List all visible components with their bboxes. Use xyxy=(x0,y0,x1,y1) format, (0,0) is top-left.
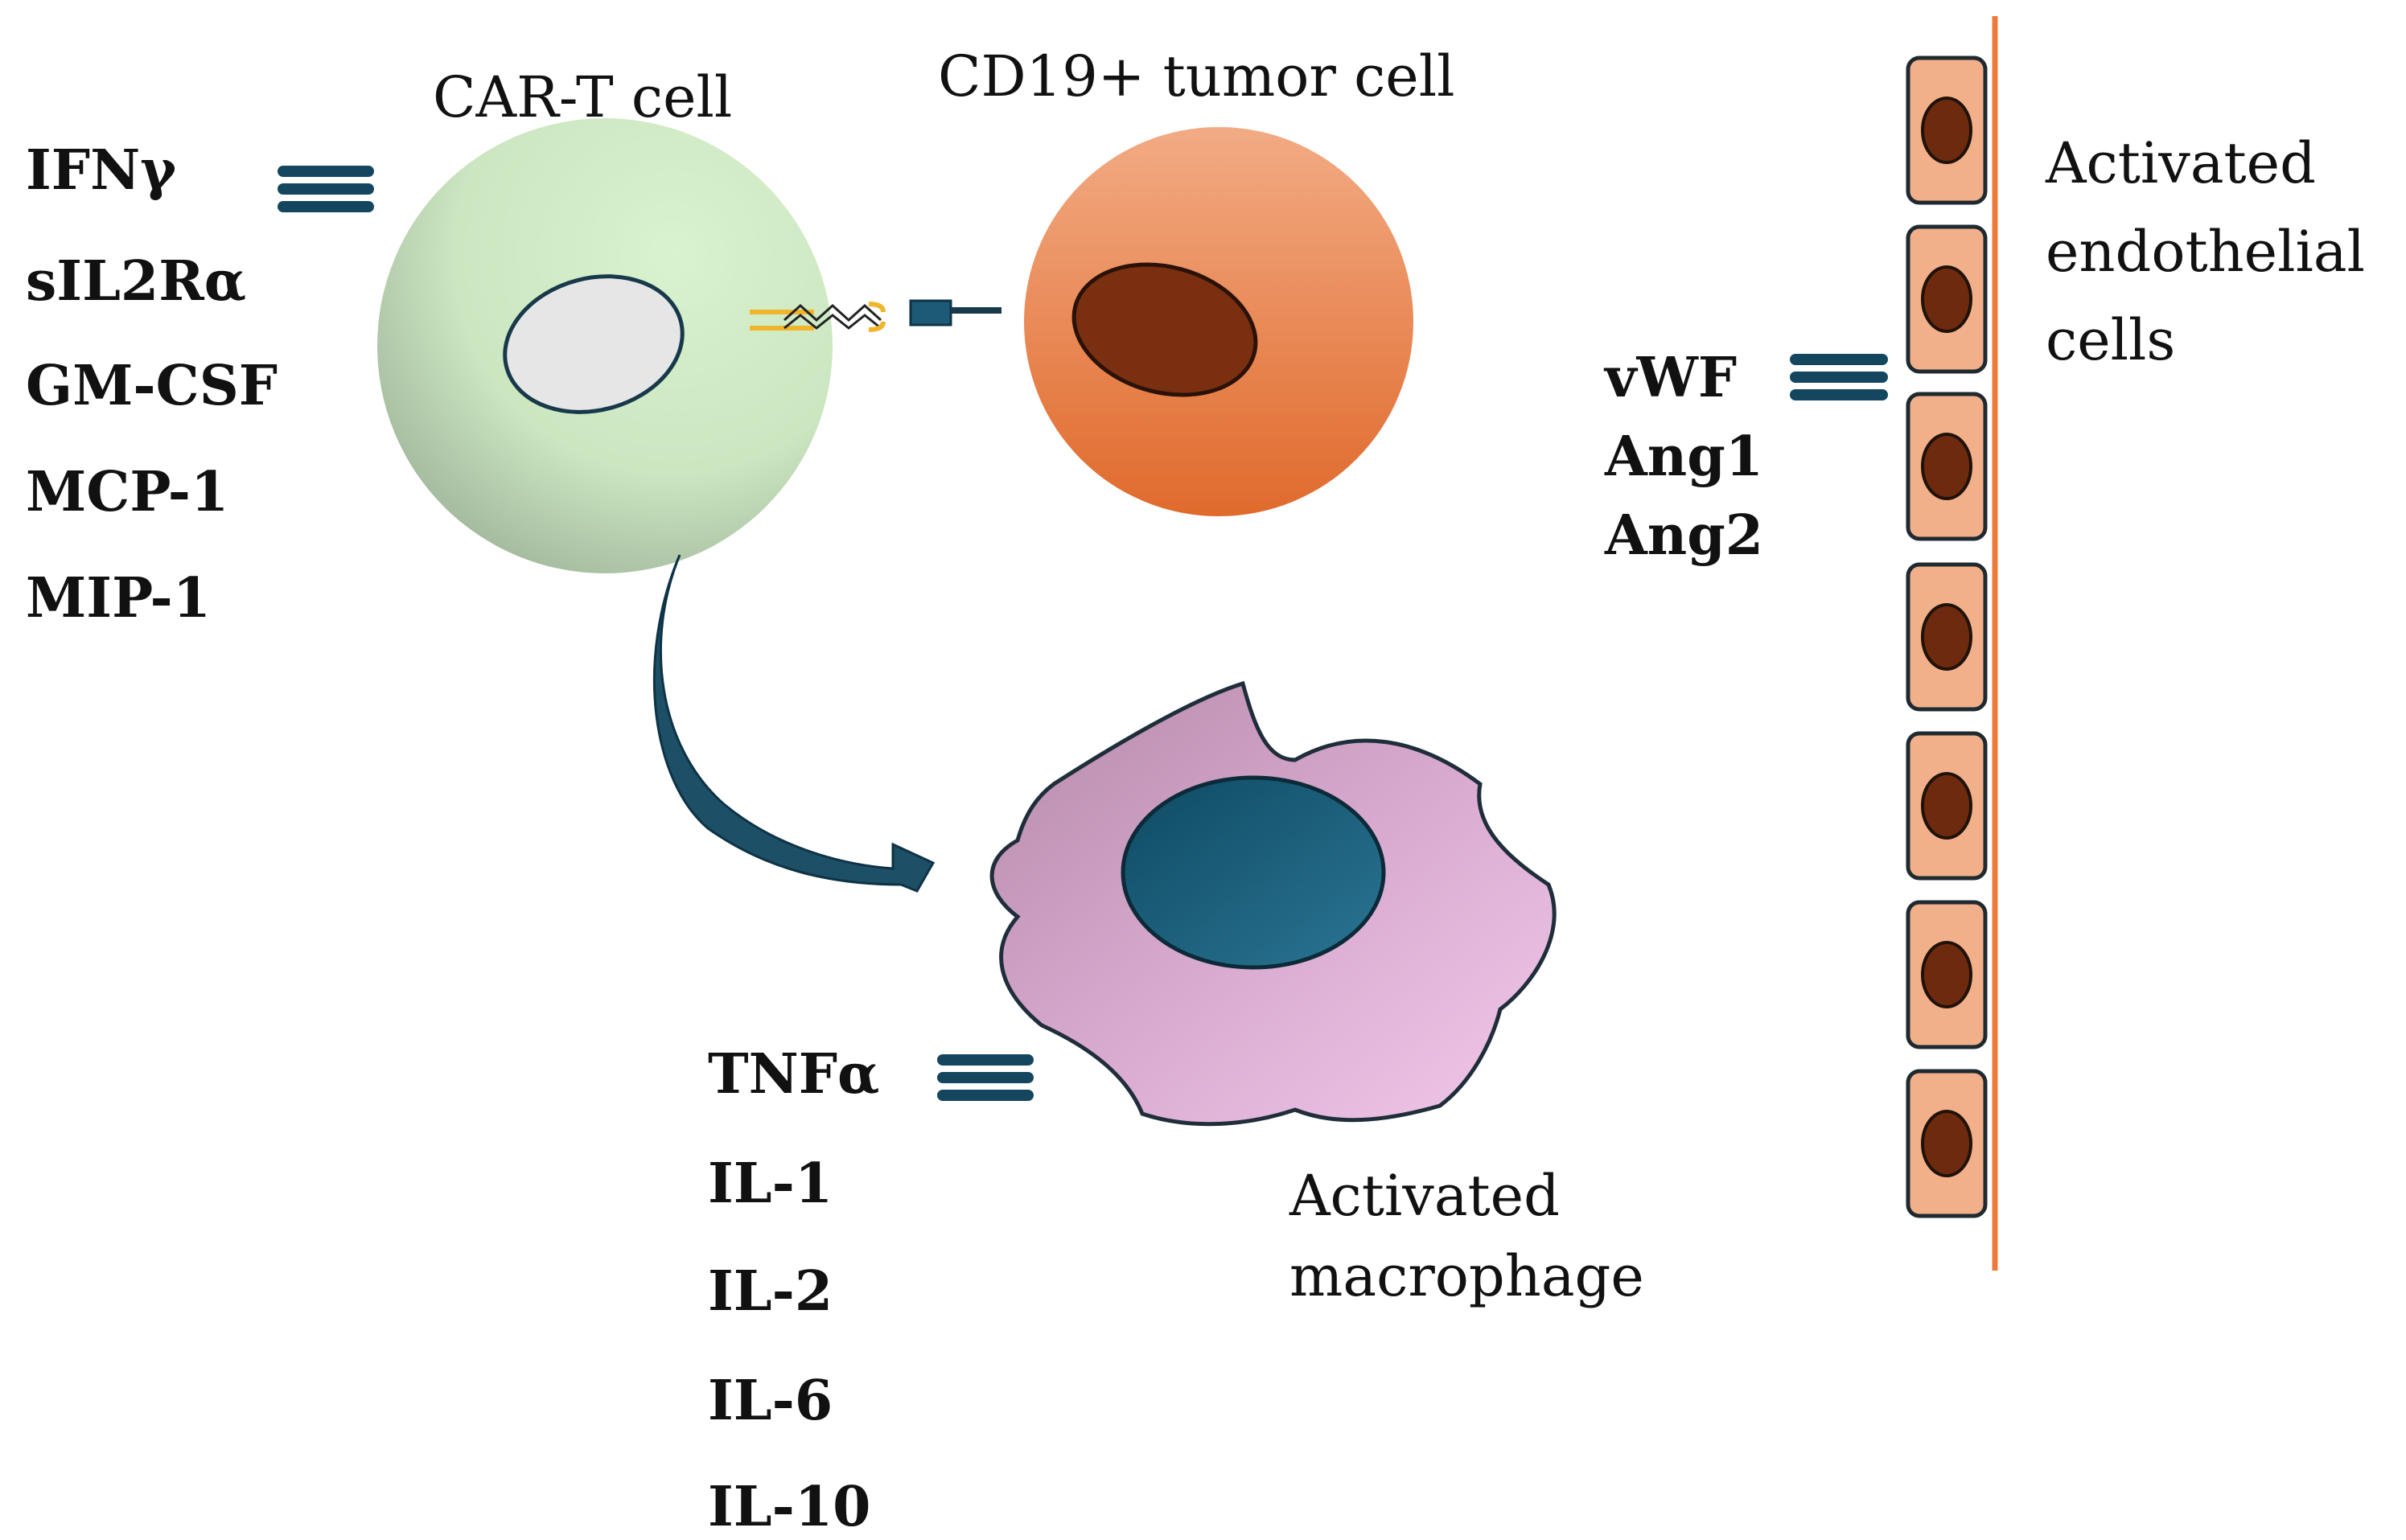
factor-vwf: vWF xyxy=(1605,346,1738,410)
endothelial-nucleus xyxy=(1921,433,1972,500)
secretion-lines-macrophage-icon xyxy=(937,1054,1034,1101)
secretion-lines-endothelial-icon xyxy=(1790,354,1888,400)
macrophage-label-line1: Activated xyxy=(1289,1163,1560,1229)
macrophage-nucleus xyxy=(1121,775,1386,970)
cytokine-sil2r-alpha: sIL2Rα xyxy=(26,249,247,314)
macrophage-label-line2: macrophage xyxy=(1289,1243,1644,1309)
cytokine-il-1: IL-1 xyxy=(708,1152,833,1216)
cytokine-il-10: IL-10 xyxy=(708,1475,871,1539)
endothelial-cell xyxy=(1906,224,1988,374)
endothelial-wall xyxy=(1906,16,1998,1271)
tumor-cell xyxy=(1024,127,1413,516)
endothelial-cell xyxy=(1906,392,1988,541)
car-t-cell xyxy=(377,118,833,573)
endothelial-nucleus xyxy=(1921,603,1972,671)
factor-ang2: Ang2 xyxy=(1605,503,1764,568)
endothelial-cell xyxy=(1906,900,1988,1049)
endothelial-label-line2: endothelial xyxy=(2046,219,2365,285)
tumor-nucleus xyxy=(1071,262,1258,397)
cytokine-mcp-1: MCP-1 xyxy=(26,460,229,524)
endothelial-cell xyxy=(1906,55,1988,205)
activation-arrow-icon xyxy=(652,554,936,893)
car-t-nucleus xyxy=(503,274,685,414)
endothelial-nucleus xyxy=(1921,265,1972,333)
cd19-antigen-icon xyxy=(909,299,1001,326)
endothelial-nucleus xyxy=(1921,941,1972,1008)
factor-ang1: Ang1 xyxy=(1605,425,1764,489)
endothelial-nucleus xyxy=(1921,772,1972,840)
tumor-cell-label: CD19+ tumor cell xyxy=(938,43,1455,109)
cytokine-ifn-gamma: IFNγ xyxy=(26,138,177,203)
cytokine-mip-1: MIP-1 xyxy=(26,566,212,630)
cytokine-tnf-alpha: TNFα xyxy=(708,1042,880,1107)
macrophage-cell xyxy=(989,680,1557,1127)
cytokine-gm-csf: GM-CSF xyxy=(26,354,278,418)
endothelial-label-line1: Activated xyxy=(2046,130,2316,196)
endothelial-label-line3: cells xyxy=(2046,307,2176,373)
endothelial-cell xyxy=(1906,562,1988,712)
car-t-cell-label: CAR-T cell xyxy=(433,64,733,130)
secretion-lines-car-t-icon xyxy=(278,166,374,212)
endothelial-cell xyxy=(1906,731,1988,881)
cytokine-il-2: IL-2 xyxy=(708,1259,833,1324)
cytokine-il-6: IL-6 xyxy=(708,1369,833,1433)
car-receptor-icon xyxy=(750,302,886,332)
endothelial-nucleus xyxy=(1921,1110,1972,1177)
endothelial-nucleus xyxy=(1921,97,1972,164)
endothelial-cell xyxy=(1906,1069,1988,1218)
